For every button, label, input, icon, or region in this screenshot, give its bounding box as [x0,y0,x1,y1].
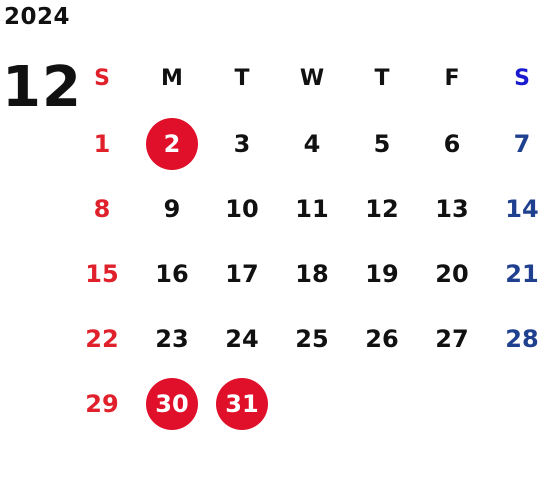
day-cell-highlighted: 30 [137,371,207,436]
day-cell: 25 [295,324,329,353]
day-cell: 15 [85,259,119,288]
day-cell: 24 [225,324,259,353]
day-cell: 16 [155,259,189,288]
day-cell: 22 [85,324,119,353]
day-cell-highlighted: 2 [137,111,207,176]
day-cell-empty [277,371,347,436]
day-cell: 4 [303,129,321,158]
day-cell: 1 [93,129,111,158]
day-cell-highlighted: 31 [207,371,277,436]
calendar-grid: S M T W T F S 1 2 3 4 5 6 7 8 9 10 11 12… [67,46,548,436]
day-cell-empty [487,371,548,436]
weekday-sunday: S [94,66,110,91]
day-cell: 7 [513,129,531,158]
weekday-monday: M [161,66,183,91]
weekday-tuesday: T [234,66,250,91]
day-cell: 28 [505,324,539,353]
day-cell: 20 [435,259,469,288]
weekday-wednesday: W [299,66,325,91]
day-cell: 27 [435,324,469,353]
day-cell: 10 [225,194,259,223]
day-cell: 29 [85,389,119,418]
day-cell: 12 [365,194,399,223]
day-cell: 21 [505,259,539,288]
day-cell: 14 [505,194,539,223]
day-cell: 6 [443,129,461,158]
day-cell: 5 [373,129,391,158]
day-cell: 3 [233,129,251,158]
day-cell: 18 [295,259,329,288]
day-cell: 9 [163,194,181,223]
day-cell: 17 [225,259,259,288]
year-label: 2024 [4,4,71,30]
weekday-friday: F [444,66,460,91]
day-cell: 19 [365,259,399,288]
weekday-thursday: T [374,66,390,91]
day-cell: 8 [93,194,111,223]
month-number: 12 [2,55,82,120]
day-cell: 13 [435,194,469,223]
day-cell-empty [417,371,487,436]
weekday-saturday: S [514,66,530,91]
day-cell: 23 [155,324,189,353]
day-cell-empty [347,371,417,436]
day-cell: 26 [365,324,399,353]
day-cell: 11 [295,194,329,223]
